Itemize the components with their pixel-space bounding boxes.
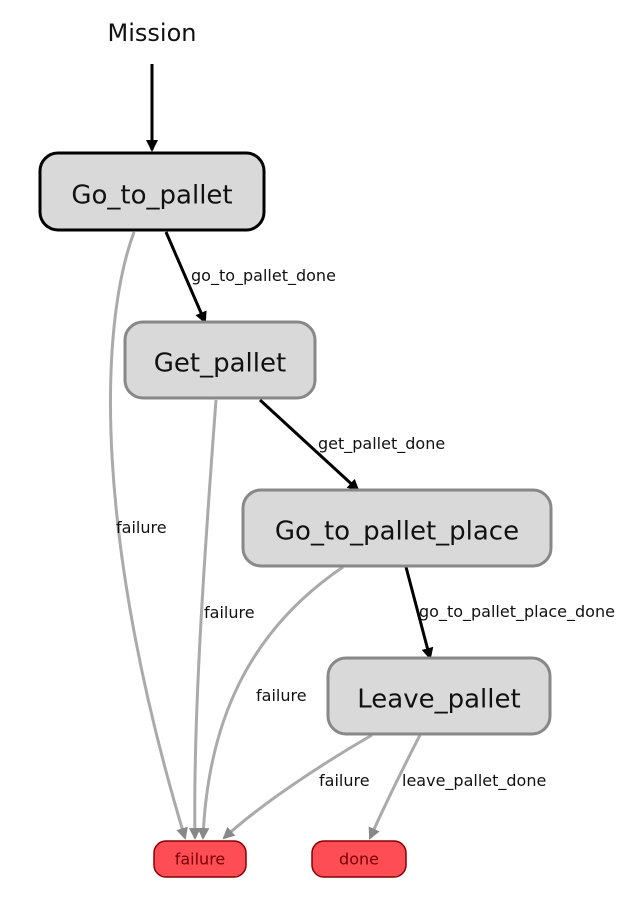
state-go-to-pallet-place[interactable]: Go_to_pallet_place <box>241 488 553 568</box>
edge-go-to-pallet-failure <box>109 231 188 840</box>
edge-label-get-pallet-failure: failure <box>204 603 255 622</box>
edge-label-get-pallet-done: get_pallet_done <box>318 434 445 454</box>
edge-label-leave-pallet-failure: failure <box>319 771 370 790</box>
edge-leave-pallet-done <box>368 734 422 840</box>
outcome-label-failure: failure <box>175 850 226 869</box>
state-label-leave-pallet: Leave_pallet <box>357 685 520 715</box>
state-label-go-to-pallet: Go_to_pallet <box>71 181 232 211</box>
edge-leave-pallet-failure <box>222 733 373 840</box>
outcome-failure[interactable]: failure <box>153 840 247 878</box>
outcome-done[interactable]: done <box>311 840 407 878</box>
edge-get-pallet-failure <box>188 399 218 840</box>
edge-label-go-to-pallet-place-done: go_to_pallet_place_done <box>419 602 615 622</box>
edge-label-go-to-pallet-done: go_to_pallet_done <box>191 266 336 286</box>
edge-get-pallet-done <box>258 398 360 492</box>
edge-go-to-pallet-place-done <box>404 566 434 660</box>
edge-go-to-pallet-place-failure <box>197 565 344 840</box>
state-leave-pallet[interactable]: Leave_pallet <box>326 656 552 736</box>
outcome-label-done: done <box>339 850 379 869</box>
mission-title: Mission <box>108 19 197 47</box>
edge-label-leave-pallet-done: leave_pallet_done <box>402 771 546 791</box>
edge-label-go-to-pallet-place-failure: failure <box>256 686 307 705</box>
state-label-go-to-pallet-place: Go_to_pallet_place <box>275 517 519 547</box>
edge-label-go-to-pallet-failure: failure <box>116 518 167 537</box>
state-go-to-pallet[interactable]: Go_to_pallet <box>38 151 266 232</box>
state-get-pallet[interactable]: Get_pallet <box>123 320 317 400</box>
state-label-get-pallet: Get_pallet <box>154 349 286 379</box>
edge-go-to-pallet-done <box>164 231 207 324</box>
